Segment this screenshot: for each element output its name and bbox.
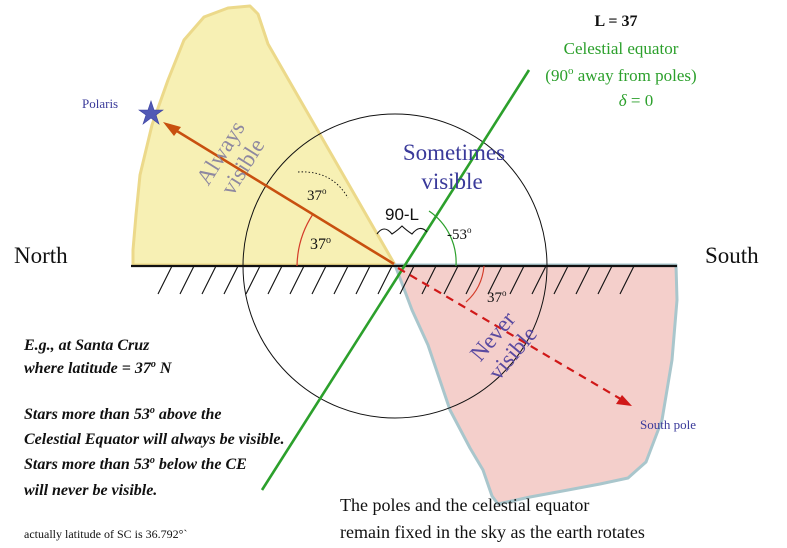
ninety-minus-l-brace xyxy=(376,225,428,235)
celestial-equator-subtitle: (90o away from poles) xyxy=(545,65,696,85)
angle-label-upper-37: 37o xyxy=(307,186,327,204)
rule-note-line3: Stars more than 53o below the CE xyxy=(24,455,247,473)
celestial-equator-title: Celestial equator xyxy=(564,39,679,58)
polaris-star-icon xyxy=(138,100,164,125)
angle-arc-minus-53 xyxy=(428,210,457,267)
celestial-equator-delta: δ = 0 xyxy=(619,91,654,110)
rule-note-line2: Celestial Equator will always be visible… xyxy=(24,431,284,448)
always-visible-region xyxy=(131,4,397,267)
angle-label-south-37: 37o xyxy=(487,288,507,306)
rule-note-line4: will never be visible. xyxy=(24,482,157,499)
south-pole-label: South pole xyxy=(640,417,696,432)
never-visible-region xyxy=(393,263,679,506)
sometimes-visible-line2: visible xyxy=(421,169,482,194)
north-label: North xyxy=(14,243,68,268)
caption-line2: remain fixed in the sky as the earth rot… xyxy=(340,522,645,542)
latitude-label: L = 37 xyxy=(595,13,638,30)
polaris-arrowhead xyxy=(163,122,181,136)
celestial-equator-line xyxy=(260,69,531,491)
rule-note-line1: Stars more than 53o above the xyxy=(24,405,221,423)
ground-hatching xyxy=(157,265,635,295)
example-note-line1: E.g., at Santa Cruz xyxy=(23,337,150,354)
angle-label-minus-53: -53o xyxy=(447,225,472,243)
south-pole-arrow xyxy=(397,267,625,402)
south-label: South xyxy=(705,243,759,268)
south-pole-arrowhead xyxy=(616,395,632,406)
sometimes-visible-line1: Sometimes xyxy=(403,140,505,165)
example-note-line2: where latitude = 37o N xyxy=(24,359,173,377)
polaris-label: Polaris xyxy=(82,96,118,111)
angle-arc-south-37 xyxy=(465,265,485,303)
angle-arc-lower-37 xyxy=(296,213,314,267)
footnote: actually latitude of SC is 36.792°` xyxy=(24,527,187,541)
caption-line1: The poles and the celestial equator xyxy=(340,495,589,515)
example-note: E.g., at Santa Cruz where latitude = 37o… xyxy=(23,337,284,499)
celestial-equator-label: Celestial equator (90o away from poles) … xyxy=(545,39,696,110)
angle-label-90-minus-l: 90-L xyxy=(385,205,419,224)
angle-label-lower-37: 37o xyxy=(310,235,331,253)
polaris-arrow xyxy=(171,126,395,266)
